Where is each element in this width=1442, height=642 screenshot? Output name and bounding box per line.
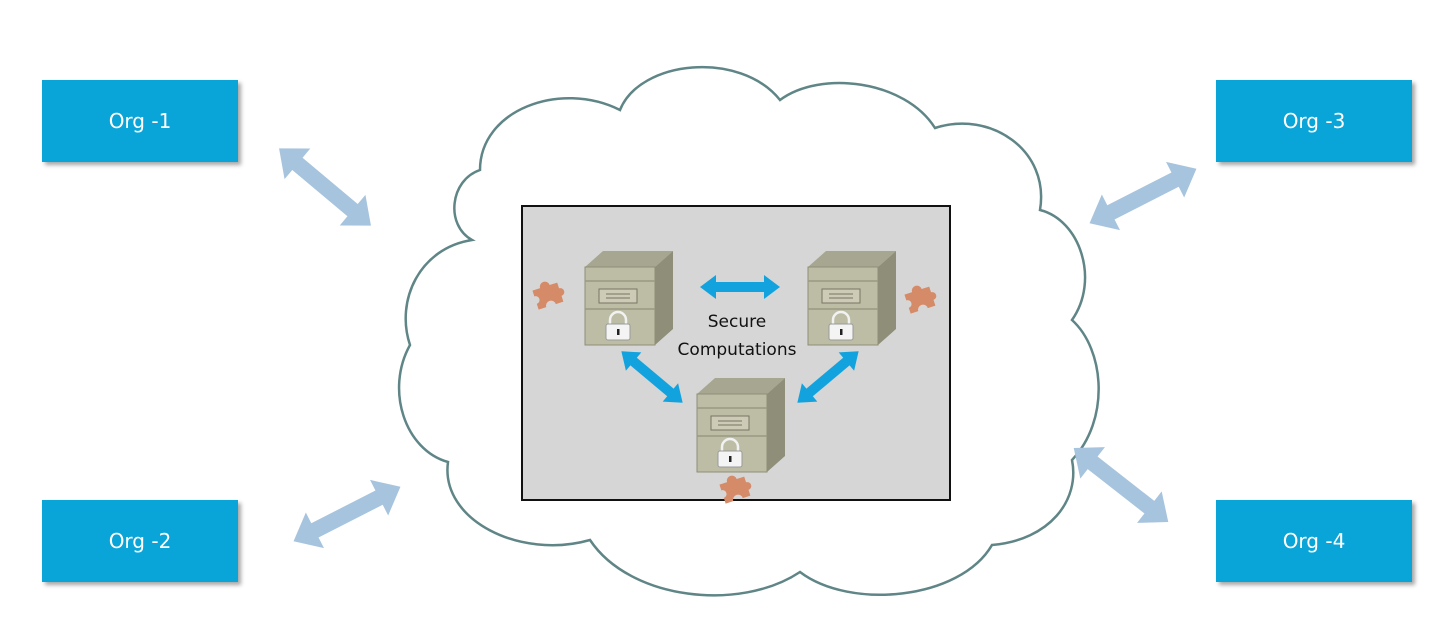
- org-1-label: Org -1: [108, 109, 172, 133]
- double-arrow-icon: [1061, 432, 1181, 538]
- org-4-label: Org -4: [1282, 529, 1346, 553]
- double-arrow-icon: [1080, 150, 1206, 242]
- double-arrow-icon: [284, 468, 410, 560]
- secure-label: Secure: [707, 312, 767, 332]
- double-arrow-icon: [266, 133, 384, 241]
- org-1-box: Org -1: [42, 80, 238, 162]
- computations-label: Computations: [677, 340, 797, 360]
- server-cabinet-icon: [806, 249, 898, 347]
- org-3-box: Org -3: [1216, 80, 1412, 162]
- org-2-label: Org -2: [108, 529, 172, 553]
- org-3-label: Org -3: [1282, 109, 1346, 133]
- org-4-box: Org -4: [1216, 500, 1412, 582]
- server-cabinet-icon: [695, 376, 787, 474]
- server-cabinet-icon: [583, 249, 675, 347]
- org-2-box: Org -2: [42, 500, 238, 582]
